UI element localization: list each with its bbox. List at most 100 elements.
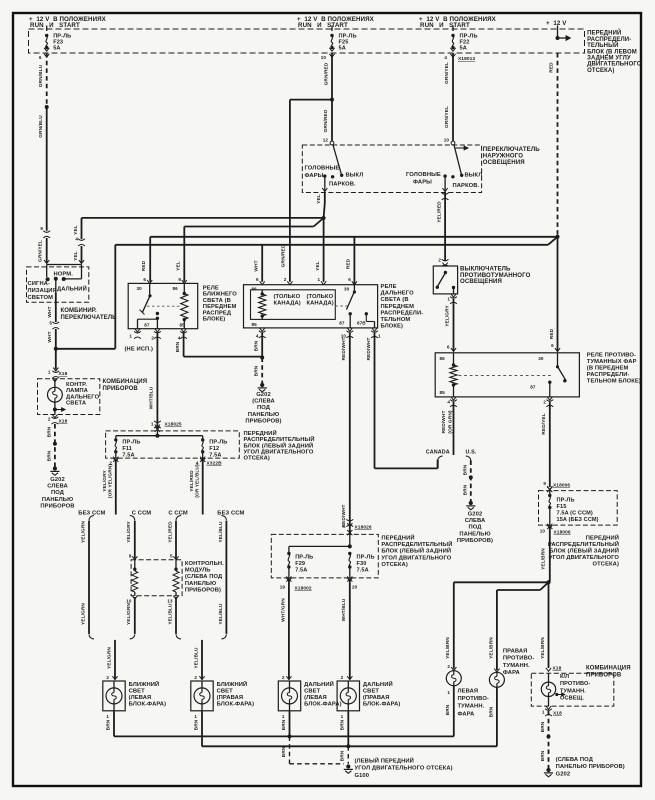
svg-text:ДАЛЬНЕГО: ДАЛЬНЕГО: [66, 394, 100, 400]
svg-text:BRN: BRN: [540, 721, 546, 732]
svg-text:GRN/YEL: GRN/YEL: [444, 62, 450, 84]
svg-text:ОСВЕЩ.: ОСВЕЩ.: [560, 696, 584, 702]
svg-text:ЛИЗАЦИЯ: ЛИЗАЦИЯ: [28, 288, 57, 294]
svg-text:(ПРАВАЯ: (ПРАВАЯ: [217, 695, 244, 701]
svg-text:6: 6: [348, 277, 351, 282]
svg-text:BRN: BRN: [340, 750, 346, 761]
svg-text:RUN И START: RUN И START: [298, 22, 348, 29]
svg-text:ФАРА: ФАРА: [458, 711, 476, 717]
svg-text:RED/WHT: RED/WHT: [366, 337, 372, 360]
svg-text:BRN: BRN: [462, 484, 468, 495]
svg-text:СЛЕВА: СЛЕВА: [465, 518, 486, 524]
svg-text:ПАРКОВ.: ПАРКОВ.: [329, 182, 356, 188]
svg-text:ОТСЕКА): ОТСЕКА): [381, 562, 407, 568]
svg-text:GRN/RED: GRN/RED: [323, 109, 329, 132]
svg-text:G202: G202: [50, 477, 65, 483]
svg-text:2: 2: [48, 417, 51, 422]
svg-text:10: 10: [126, 599, 132, 604]
svg-text:БЛОК (ЛЕВЫЙ ЗАДНИЙ: БЛОК (ЛЕВЫЙ ЗАДНИЙ: [244, 441, 314, 449]
svg-text:1: 1: [447, 690, 450, 695]
svg-text:10: 10: [444, 138, 450, 143]
svg-text:BRN: BRN: [105, 719, 111, 730]
svg-text:6: 6: [143, 277, 146, 282]
svg-text:(ТОЛЬКО: (ТОЛЬКО: [274, 294, 301, 300]
svg-text:ПР-ЛЬ: ПР-ЛЬ: [557, 498, 575, 504]
svg-text:ПР-ЛЬ: ПР-ЛЬ: [339, 34, 357, 40]
svg-text:ПАНЕЛЬЮ ПРИБОРОВ): ПАНЕЛЬЮ ПРИБОРОВ): [556, 764, 625, 770]
svg-text:БЛОКЕ): БЛОКЕ): [203, 317, 226, 323]
svg-text:2: 2: [284, 277, 287, 282]
svg-text:КОНТР.: КОНТР.: [66, 382, 87, 388]
svg-text:WHT: WHT: [47, 331, 53, 342]
svg-text:X18002: X18002: [295, 586, 312, 592]
svg-text:BRN: BRN: [540, 750, 546, 761]
svg-text:БЛИЖНЕГО: БЛИЖНЕГО: [203, 292, 237, 298]
svg-text:ПРОТИВОТУМАННОГО: ПРОТИВОТУМАННОГО: [460, 272, 531, 279]
svg-text:85: 85: [180, 323, 186, 328]
svg-text:RUN И START: RUN И START: [420, 22, 470, 29]
svg-text:НОРМ.: НОРМ.: [54, 271, 74, 277]
svg-text:GRN/YEL: GRN/YEL: [444, 106, 450, 128]
svg-text:ДАЛЬНИЙ: ДАЛЬНИЙ: [363, 680, 393, 688]
svg-text:СВЕТ: СВЕТ: [363, 689, 380, 695]
svg-text:2: 2: [447, 664, 450, 669]
svg-text:BRN: BRN: [340, 719, 346, 730]
svg-text:X18026: X18026: [355, 525, 372, 531]
svg-text:7.5A: 7.5A: [209, 453, 221, 459]
svg-text:F22: F22: [460, 40, 470, 46]
svg-text:ДАЛЬНИЙ: ДАЛЬНИЙ: [304, 680, 334, 688]
svg-text:7.5A: 7.5A: [357, 568, 369, 574]
svg-text:86: 86: [252, 286, 258, 291]
svg-text:BRN: BRN: [253, 340, 259, 351]
svg-text:БЛОК (ЛЕВЫЙ ЗАДНИЙ: БЛОК (ЛЕВЫЙ ЗАДНИЙ: [381, 547, 451, 555]
svg-text:2: 2: [194, 675, 197, 680]
svg-text:1: 1: [151, 422, 154, 427]
svg-text:КОМБИНАЦИЯ: КОМБИНАЦИЯ: [103, 379, 148, 385]
svg-text:(OR YEL/BLU): (OR YEL/BLU): [194, 464, 200, 498]
svg-text:СВЕТА (В: СВЕТА (В: [203, 298, 231, 304]
svg-text:YEL/GRN: YEL/GRN: [80, 603, 86, 625]
svg-text:6: 6: [551, 343, 554, 348]
svg-text:YEL/GRY: YEL/GRY: [126, 521, 132, 543]
svg-text:ПРИБОРОВ): ПРИБОРОВ): [185, 587, 221, 593]
svg-text:КОМБИНИР.: КОМБИНИР.: [61, 308, 98, 314]
svg-text:10: 10: [341, 334, 347, 339]
svg-text:СВЕТА (В: СВЕТА (В: [381, 297, 409, 303]
svg-text:БЕЗ ССМ: БЕЗ ССМ: [78, 511, 105, 517]
svg-text:YEL/BRN: YEL/BRN: [541, 548, 547, 570]
svg-text:СЛЕВА: СЛЕВА: [47, 484, 68, 490]
svg-text:X18: X18: [59, 419, 68, 425]
svg-text:YEL/RED: YEL/RED: [436, 201, 442, 223]
svg-text:(ПРАВАЯ: (ПРАВАЯ: [363, 695, 390, 701]
svg-text:9: 9: [178, 277, 181, 282]
svg-text:85: 85: [440, 390, 446, 395]
svg-text:GRN/BLU: GRN/BLU: [38, 64, 44, 87]
svg-text:ПРОТИВО-: ПРОТИВО-: [503, 656, 534, 662]
svg-text:ДВИГАТЕЛЬНОГО: ДВИГАТЕЛЬНОГО: [587, 62, 642, 68]
svg-text:YEL: YEL: [175, 261, 181, 271]
svg-text:RED/YEL: RED/YEL: [541, 413, 547, 435]
svg-text:ТЕЛЬНОМ БЛОКЕ): ТЕЛЬНОМ БЛОКЕ): [587, 379, 641, 385]
svg-text:РЕЛЕ ПРОТИВО-: РЕЛЕ ПРОТИВО-: [587, 353, 636, 359]
svg-text:(ЛЕВАЯ: (ЛЕВАЯ: [304, 695, 327, 701]
svg-text:G202: G202: [256, 392, 271, 398]
svg-text:ТУМАНН.: ТУМАНН.: [458, 704, 485, 710]
svg-text:X18: X18: [553, 711, 562, 717]
svg-text:10: 10: [540, 529, 546, 534]
svg-text:+ 12 V: + 12 V: [546, 20, 567, 27]
svg-text:(OR YEL/GRN): (OR YEL/GRN): [108, 464, 114, 498]
svg-text:СИГНА-: СИГНА-: [28, 281, 51, 287]
svg-text:ПРАВАЯ: ПРАВАЯ: [503, 649, 528, 655]
svg-text:YEL/GRN: YEL/GRN: [126, 603, 132, 625]
svg-text:С ССМ: С ССМ: [168, 511, 187, 517]
svg-text:ПАНЕЛЬЮ: ПАНЕЛЬЮ: [185, 581, 216, 587]
svg-text:РАСПРЕДЕЛИТЕЛЬНЫЙ: РАСПРЕДЕЛИТЕЛЬНЫЙ: [244, 435, 315, 443]
svg-text:7.5A: 7.5A: [122, 453, 134, 459]
svg-text:2: 2: [438, 258, 441, 263]
svg-text:СВЕТА: СВЕТА: [66, 401, 87, 407]
svg-text:20: 20: [352, 585, 358, 590]
svg-text:G202: G202: [556, 772, 571, 778]
svg-text:87: 87: [530, 385, 536, 390]
svg-text:НАРУЖНОГО: НАРУЖНОГО: [483, 153, 523, 160]
svg-text:12: 12: [323, 138, 329, 143]
